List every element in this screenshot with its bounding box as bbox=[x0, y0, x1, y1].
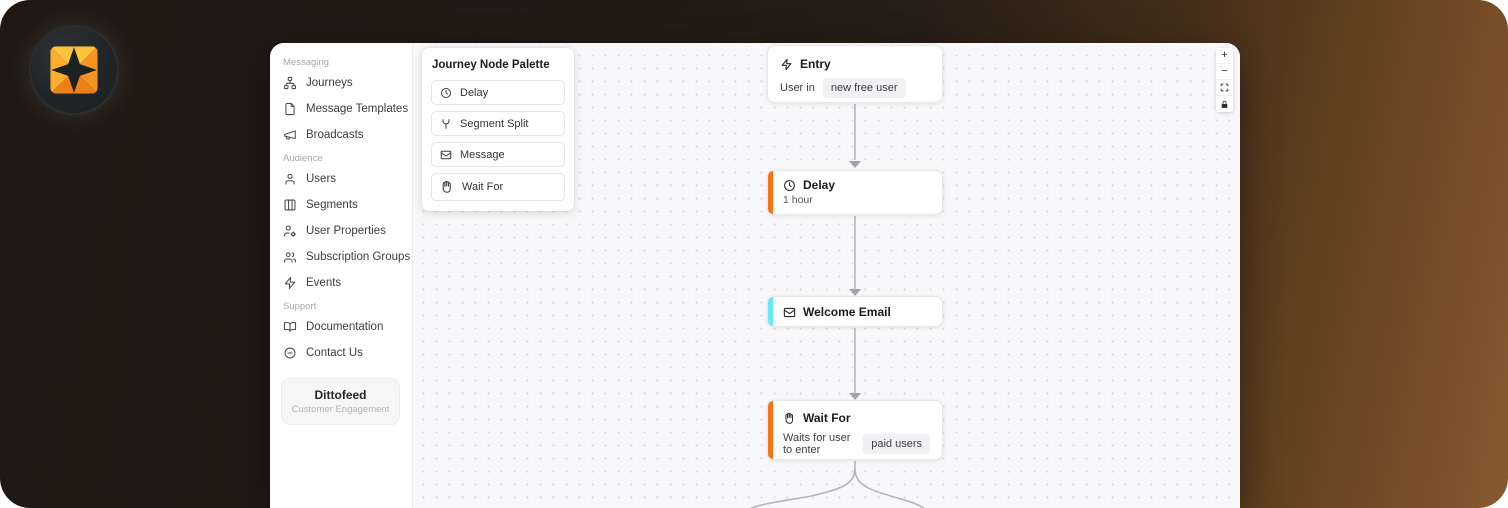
node-title: Welcome Email bbox=[803, 305, 891, 319]
dittofeed-logo bbox=[31, 27, 117, 113]
edge-wait-branch-right bbox=[854, 468, 925, 508]
sidebar-item-label: Events bbox=[306, 277, 342, 289]
zap-icon bbox=[284, 276, 296, 290]
sidebar-item-label: Journeys bbox=[306, 77, 353, 89]
sidebar-item-message-templates[interactable]: Message Templates bbox=[283, 96, 412, 122]
dittofeed-logo-mark bbox=[50, 46, 98, 94]
app-window: Messaging Journeys Message Templates Bro… bbox=[270, 43, 1240, 508]
section-label-audience: Audience bbox=[283, 153, 323, 164]
sidebar-item-events[interactable]: Events bbox=[283, 270, 412, 296]
node-delay[interactable]: Delay 1 hour bbox=[767, 170, 943, 215]
arrowhead bbox=[849, 289, 861, 296]
node-accent-bar bbox=[768, 401, 773, 459]
segment-chip: paid users bbox=[863, 434, 930, 454]
user-gear-icon bbox=[283, 225, 297, 238]
node-title: Entry bbox=[800, 57, 831, 71]
brand-name: Dittofeed bbox=[314, 388, 367, 402]
split-icon bbox=[442, 118, 450, 129]
edge-wait-branch-left bbox=[749, 461, 856, 508]
node-title: Wait For bbox=[803, 411, 851, 425]
palette-title: Journey Node Palette bbox=[432, 59, 550, 71]
clock-icon bbox=[441, 87, 451, 98]
sidebar-item-label: Broadcasts bbox=[306, 129, 364, 141]
node-description: User in bbox=[780, 82, 815, 94]
node-wait-for[interactable]: Wait For Waits for user to enter paid us… bbox=[767, 400, 943, 460]
sidebar-item-user-properties[interactable]: User Properties bbox=[283, 218, 412, 244]
arrowhead bbox=[849, 161, 861, 168]
sidebar-item-users[interactable]: Users bbox=[283, 166, 412, 192]
sidebar-item-broadcasts[interactable]: Broadcasts bbox=[283, 122, 412, 148]
hand-icon bbox=[442, 180, 451, 193]
chat-circle-icon bbox=[284, 347, 296, 359]
journey-node-palette: Journey Node Palette Delay Segment Split… bbox=[422, 48, 574, 211]
node-subtitle: 1 hour bbox=[783, 194, 813, 206]
node-description: Waits for user to enter bbox=[783, 432, 851, 456]
sidebar-item-label: Documentation bbox=[306, 321, 384, 333]
brand-tagline: Customer Engagement bbox=[291, 404, 390, 415]
node-accent-bar bbox=[768, 297, 773, 326]
fit-view-icon bbox=[1220, 83, 1229, 92]
sidebar-item-journeys[interactable]: Journeys bbox=[283, 70, 412, 96]
sidebar-item-label: Users bbox=[306, 173, 337, 185]
book-open-icon bbox=[283, 322, 297, 332]
plus-icon: + bbox=[1221, 49, 1228, 61]
mail-icon bbox=[783, 307, 796, 317]
sidebar-item-label: Segments bbox=[306, 199, 358, 211]
lock-icon bbox=[1221, 100, 1228, 108]
sidebar-item-label: Contact Us bbox=[306, 347, 363, 359]
hand-icon bbox=[785, 412, 793, 424]
palette-item-label: Wait For bbox=[462, 181, 504, 193]
canvas-controls: + − bbox=[1216, 48, 1233, 112]
node-title: Delay bbox=[803, 178, 836, 192]
node-entry[interactable]: Entry User in new free user bbox=[767, 45, 943, 103]
minus-icon: − bbox=[1221, 65, 1228, 77]
journey-canvas[interactable]: Journey Node Palette Delay Segment Split… bbox=[413, 43, 1240, 508]
users-icon bbox=[283, 252, 297, 263]
fit-view-button[interactable] bbox=[1216, 80, 1233, 96]
palette-item-message[interactable]: Message bbox=[431, 142, 565, 167]
brand-card: Dittofeed Customer Engagement bbox=[281, 378, 400, 425]
zap-icon bbox=[781, 58, 792, 70]
sidebar-item-label: Message Templates bbox=[306, 103, 409, 115]
section-label-support: Support bbox=[283, 301, 317, 312]
sidebar-item-segments[interactable]: Segments bbox=[283, 192, 412, 218]
section-label-messaging: Messaging bbox=[283, 57, 329, 68]
segment-chip: new free user bbox=[822, 78, 906, 98]
sidebar-item-subscription-groups[interactable]: Subscription Groups bbox=[283, 244, 412, 270]
node-accent-bar bbox=[768, 171, 773, 214]
journeys-icon bbox=[283, 76, 297, 90]
palette-item-label: Delay bbox=[460, 86, 489, 99]
arrowhead bbox=[849, 393, 861, 400]
clock-icon bbox=[784, 179, 795, 191]
file-icon bbox=[285, 102, 295, 116]
sidebar-item-label: Subscription Groups bbox=[306, 251, 411, 263]
sidebar-item-documentation[interactable]: Documentation bbox=[283, 314, 412, 340]
palette-item-delay[interactable]: Delay bbox=[431, 80, 565, 105]
palette-item-label: Message bbox=[460, 148, 505, 161]
megaphone-icon bbox=[284, 130, 296, 140]
sidebar-item-contact-us[interactable]: Contact Us bbox=[283, 340, 412, 366]
sidebar-item-label: User Properties bbox=[306, 225, 386, 237]
lock-button[interactable] bbox=[1216, 96, 1233, 112]
sidebar: Messaging Journeys Message Templates Bro… bbox=[270, 43, 413, 508]
user-icon bbox=[285, 173, 295, 185]
mail-icon bbox=[440, 150, 452, 159]
palette-item-wait-for[interactable]: Wait For bbox=[431, 173, 565, 201]
palette-item-segment-split[interactable]: Segment Split bbox=[431, 111, 565, 136]
palette-item-label: Segment Split bbox=[460, 117, 529, 130]
zoom-out-button[interactable]: − bbox=[1216, 64, 1233, 80]
node-welcome-email[interactable]: Welcome Email bbox=[767, 296, 943, 327]
zoom-in-button[interactable]: + bbox=[1216, 48, 1233, 64]
columns-icon bbox=[284, 199, 296, 211]
